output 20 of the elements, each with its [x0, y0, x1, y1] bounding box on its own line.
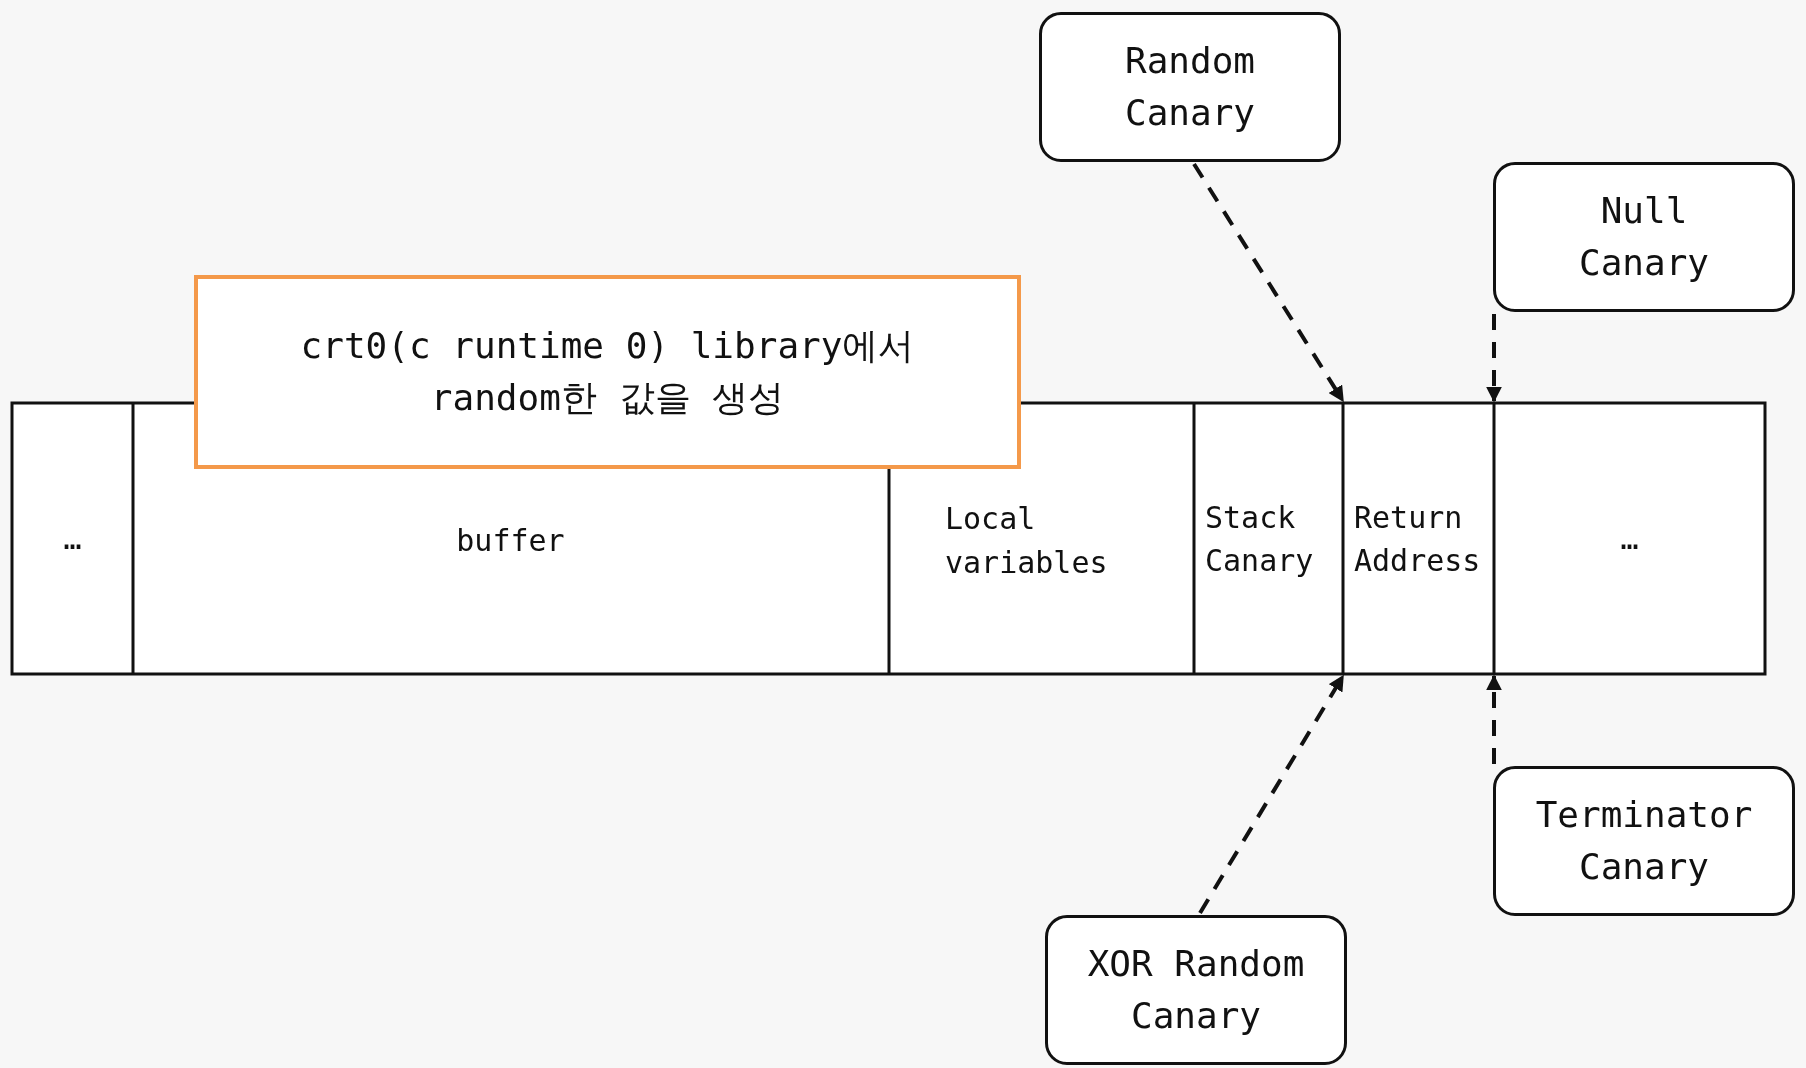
label-box [1493, 162, 1795, 312]
label-box [1039, 12, 1341, 162]
node-text: Return Address [1354, 498, 1482, 580]
node-text: Terminator Canary [1534, 792, 1754, 889]
node-text: crt0(c runtime 0) library에서 random한 값을 생성 [299, 323, 916, 420]
node-text: XOR Random Canary [1086, 941, 1306, 1038]
dashed-arrow [1486, 314, 1502, 403]
node-text: … [63, 520, 82, 559]
node-text: Null Canary [1577, 188, 1710, 285]
dashed-arrow [1192, 162, 1345, 403]
node-text: buffer [456, 522, 565, 560]
node-text: Random Canary [1123, 38, 1256, 135]
node-text: … [1620, 520, 1639, 559]
node-text: Local variables [945, 500, 1109, 582]
dashed-arrow [1486, 674, 1502, 764]
dashed-arrow [1198, 674, 1345, 915]
note-box [194, 275, 1021, 469]
label-box [1045, 915, 1347, 1065]
label-box [1493, 766, 1795, 916]
node-text: Stack Canary [1205, 498, 1315, 580]
